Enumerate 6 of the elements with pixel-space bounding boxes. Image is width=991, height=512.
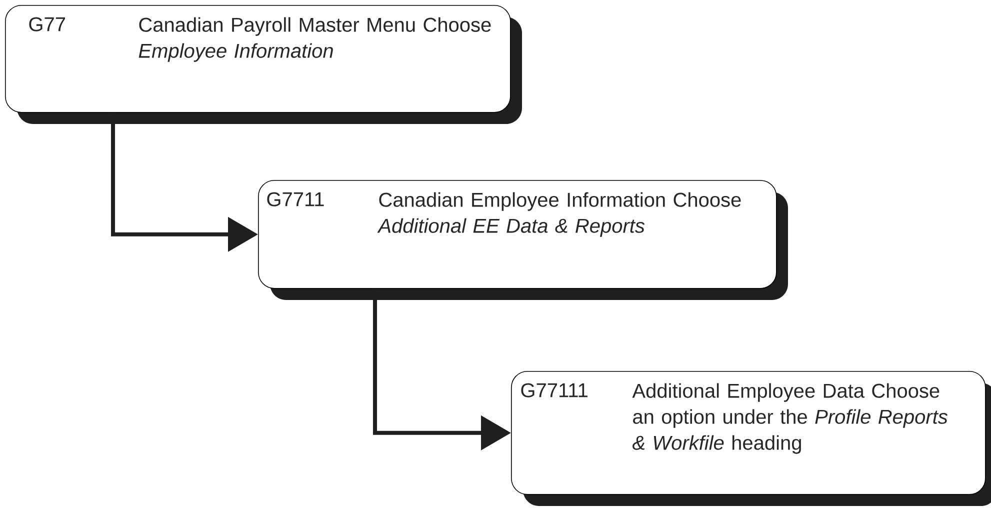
menu-code: G77111	[521, 383, 588, 398]
menu-code: G77	[29, 17, 65, 32]
menu-description: Additional Employee Data Choose an option under the Profile Reports & Workfile heading	[632, 383, 948, 454]
menu-description: Canadian Employee Information Choose Additional EE Data & Reports	[377, 192, 741, 237]
menu-code: G7711	[267, 192, 324, 206]
menu-description: Canadian Payroll Master Menu Choose Employee Information	[138, 17, 491, 62]
